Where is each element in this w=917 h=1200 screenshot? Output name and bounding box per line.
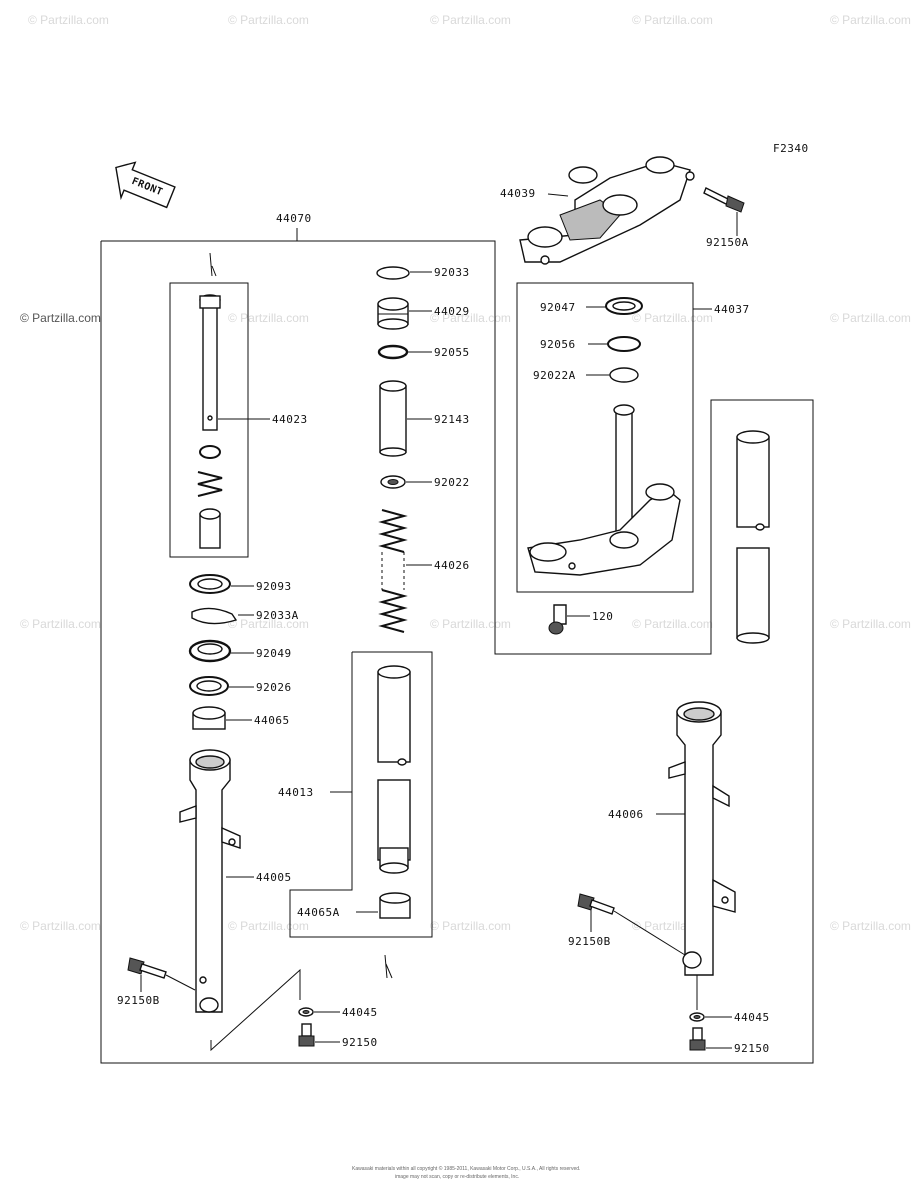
part-label-44006: 44006: [608, 808, 644, 821]
steering-stem-lower-bracket: [527, 404, 681, 576]
watermark: © Partzilla.com: [830, 311, 911, 325]
part-label-44023: 44023: [272, 413, 308, 426]
part-label-92055: 92055: [434, 346, 470, 359]
assembly-outline: [100, 240, 814, 1064]
snap-ring-92033A: [191, 607, 238, 625]
front-arrow-icon: FRONT: [115, 161, 176, 209]
outer-tube-44006: [668, 701, 736, 976]
watermark: © Partzilla.com: [28, 13, 109, 27]
watermark: © Partzilla.com: [430, 919, 511, 933]
steering-stem-group-box: [516, 282, 694, 593]
part-label-92093: 92093: [256, 580, 292, 593]
cap-44029: [377, 297, 409, 330]
oil-seal-92093: [189, 574, 231, 594]
part-label-92026: 92026: [256, 681, 292, 694]
bolt-92150-right: [689, 1027, 706, 1051]
bolt-92150A: [703, 187, 745, 213]
watermark: © Partzilla.com: [20, 919, 101, 933]
part-label-92022: 92022: [434, 476, 470, 489]
part-label-92049: 92049: [256, 647, 292, 660]
inner-tube-44013: [377, 665, 411, 874]
part-label-92033A: 92033A: [256, 609, 299, 622]
circlip-92033: [376, 266, 410, 280]
watermark: © Partzilla.com: [228, 13, 309, 27]
bearing-92047: [605, 297, 643, 315]
bushing-44065: [192, 706, 226, 730]
part-label-92150B-right: 92150B: [568, 935, 611, 948]
watermark: © Partzilla.com: [830, 617, 911, 631]
bolt-92150-left: [298, 1023, 315, 1047]
part-label-44065A: 44065A: [297, 906, 340, 919]
collar-92143: [379, 380, 407, 457]
part-label-92056: 92056: [540, 338, 576, 351]
seal-92056: [607, 336, 641, 352]
bolt-120: [548, 604, 567, 635]
watermark: © Partzilla.com: [430, 13, 511, 27]
part-label-44045-right: 44045: [734, 1011, 770, 1024]
watermark: © Partzilla.com: [20, 311, 101, 325]
damper-group-box: [169, 282, 249, 558]
washer-92022A: [609, 367, 639, 383]
part-label-92150B-left: 92150B: [117, 994, 160, 1007]
washer-44045-left: [298, 1007, 314, 1017]
part-label-44070: 44070: [276, 212, 312, 225]
part-label-44029: 44029: [434, 305, 470, 318]
part-label-44037: 44037: [714, 303, 750, 316]
watermark: © Partzilla.com: [830, 13, 911, 27]
upper-bracket-44039: [519, 156, 695, 265]
watermark: © Partzilla.com: [430, 311, 511, 325]
bolt-92150B-left: [127, 957, 167, 979]
watermark: © Partzilla.com: [228, 617, 309, 631]
oil-seal-92049: [188, 639, 232, 663]
part-label-44013: 44013: [278, 786, 314, 799]
part-label-92033: 92033: [434, 266, 470, 279]
inner-tube-right: [736, 430, 770, 644]
spring-44026: [378, 509, 408, 633]
part-label-44005: 44005: [256, 871, 292, 884]
copyright-line-1: Kawasaki materials within all copyright …: [352, 1165, 580, 1172]
part-label-92047: 92047: [540, 301, 576, 314]
watermark: © Partzilla.com: [632, 13, 713, 27]
bolt-92150B-right: [577, 893, 615, 915]
inner-tube-group-box: [289, 651, 433, 938]
copyright-line-2: image may not scan, copy or re-distribut…: [395, 1174, 519, 1180]
watermark: © Partzilla.com: [228, 919, 309, 933]
part-label-120: 120: [592, 610, 613, 623]
part-label-44045-left: 44045: [342, 1006, 378, 1019]
watermark: © Partzilla.com: [632, 617, 713, 631]
washer-44045-right: [689, 1012, 705, 1022]
part-label-44065: 44065: [254, 714, 290, 727]
part-label-92150A: 92150A: [706, 236, 749, 249]
part-label-92150-right: 92150: [734, 1042, 770, 1055]
part-label-92022A: 92022A: [533, 369, 576, 382]
watermark: © Partzilla.com: [430, 617, 511, 631]
damper-rod-44023: [197, 294, 223, 549]
watermark: © Partzilla.com: [830, 919, 911, 933]
watermark: © Partzilla.com: [228, 311, 309, 325]
part-label-92143: 92143: [434, 413, 470, 426]
o-ring-92055: [377, 344, 409, 360]
outer-tube-44005: [179, 749, 241, 1013]
watermark: © Partzilla.com: [20, 617, 101, 631]
part-label-44039: 44039: [500, 187, 536, 200]
part-label-44026: 44026: [434, 559, 470, 572]
part-label-92150-left: 92150: [342, 1036, 378, 1049]
figure-code: F2340: [773, 142, 809, 155]
watermark: © Partzilla.com: [632, 311, 713, 325]
bushing-44065A: [379, 892, 411, 919]
